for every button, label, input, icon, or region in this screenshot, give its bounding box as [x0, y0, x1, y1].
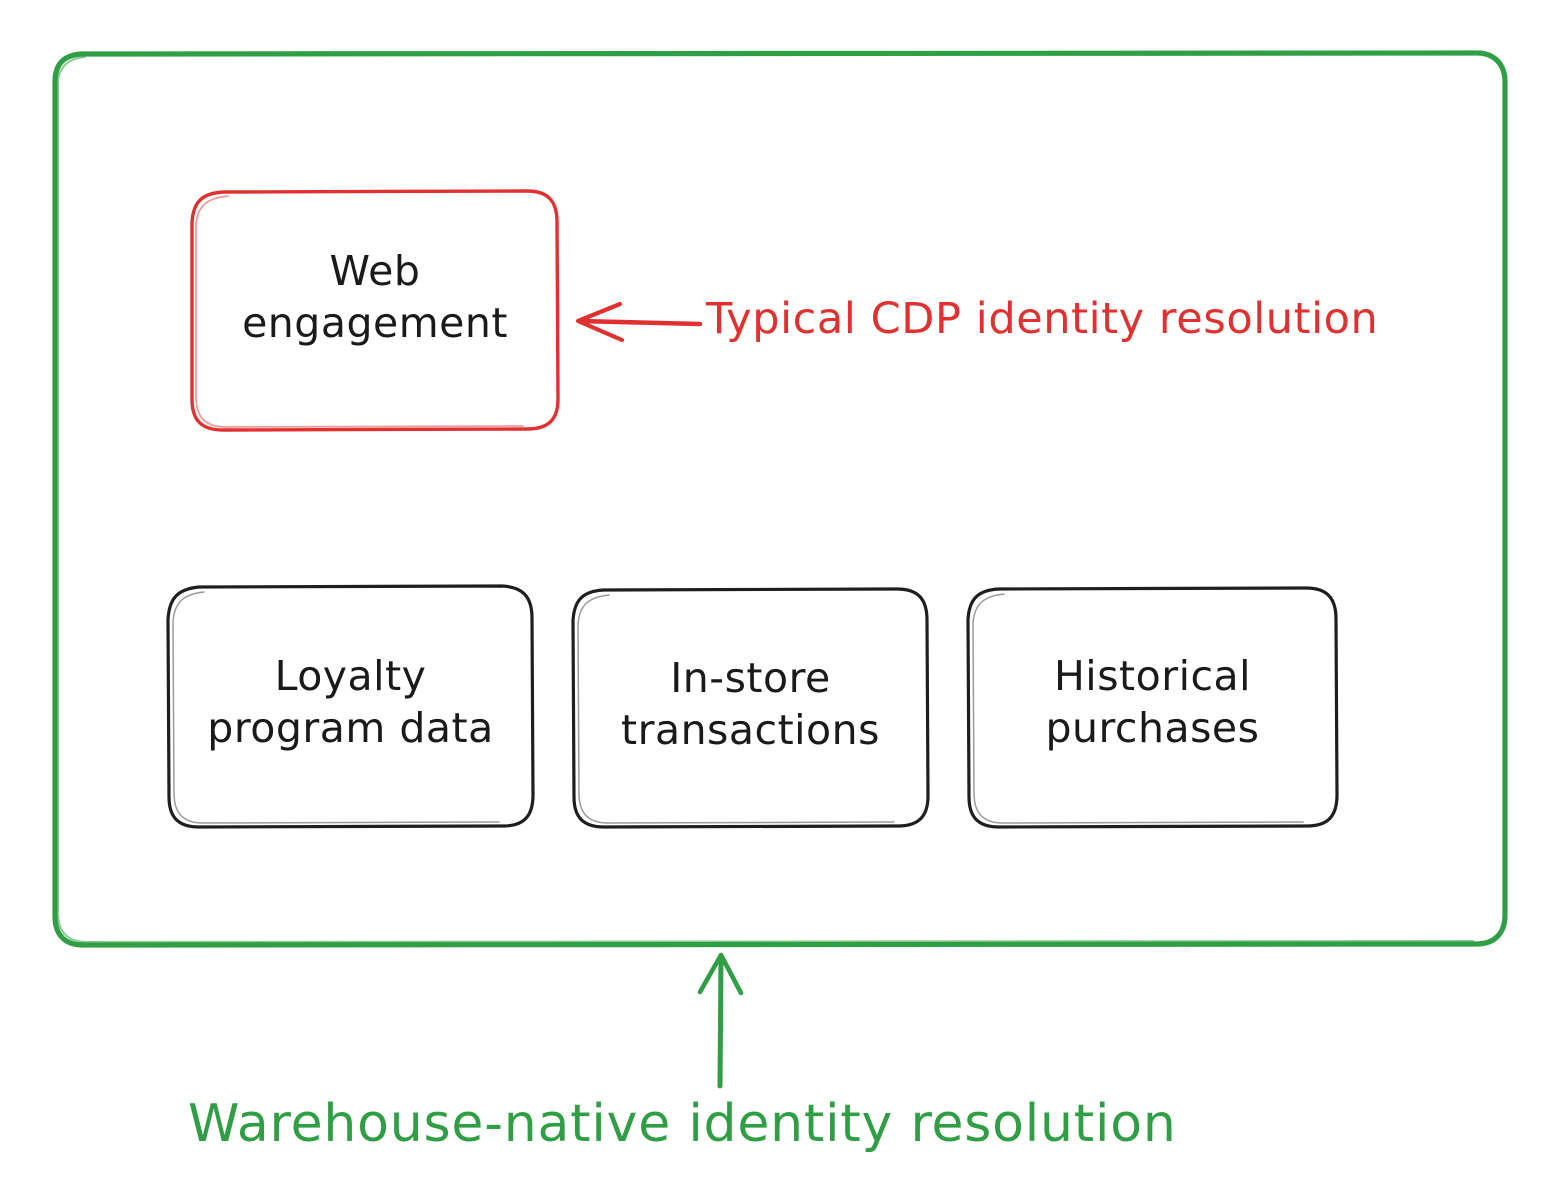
cdp-annotation-text: Typical CDP identity resolution: [706, 294, 1379, 344]
node-web-engagement[interactable]: [192, 191, 558, 430]
node-in-store-transactions-label: In-store transactions: [621, 654, 880, 755]
node-loyalty-program-data-label: Loyalty program data: [207, 652, 494, 753]
node-web-engagement-label: Web engagement: [242, 247, 508, 348]
node-historical-purchases[interactable]: [968, 588, 1337, 827]
warehouse-annotation-text: Warehouse-native identity resolution: [188, 1094, 1177, 1154]
node-in-store-transactions[interactable]: [573, 589, 928, 827]
node-historical-purchases-label: Historical purchases: [1045, 652, 1260, 753]
warehouse-annotation-arrow-icon: [697, 952, 744, 1089]
node-loyalty-program-data[interactable]: [168, 586, 533, 827]
